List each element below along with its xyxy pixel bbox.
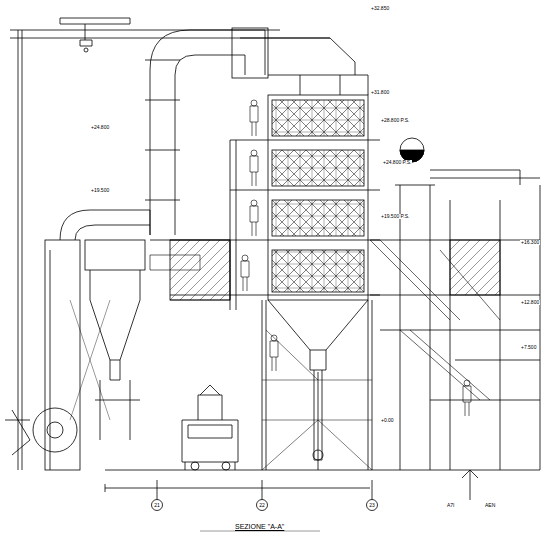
elevation-mark: +19.500 P.S. xyxy=(380,214,410,219)
person-figure xyxy=(250,100,258,136)
column-number: 21 xyxy=(154,503,160,508)
elevation-mark: +32.850 xyxy=(370,6,390,11)
column-number: 23 xyxy=(369,503,375,508)
elevation-mark: +0.00 xyxy=(380,418,395,423)
elevation-mark: +12.800 xyxy=(520,300,540,305)
column-bubble: 21 xyxy=(151,499,163,511)
column-bubble: 22 xyxy=(256,499,268,511)
elevation-mark: +28.800 P.S. xyxy=(380,118,410,123)
axis-label: A7I xyxy=(446,503,456,508)
person-figure xyxy=(270,335,278,371)
elevation-mark: +7.500 xyxy=(520,345,537,350)
elevation-mark: +19.500 xyxy=(90,188,110,193)
person-figure xyxy=(463,380,471,416)
elevation-mark: +24.800 P.S. xyxy=(382,160,412,165)
person-figure xyxy=(250,200,258,236)
section-title: SEZIONE "A-A" xyxy=(234,523,285,530)
person-figure xyxy=(250,150,258,186)
axis-label: AEN xyxy=(484,503,496,508)
elevation-mark: +16.300 xyxy=(520,240,540,245)
column-number: 22 xyxy=(259,503,265,508)
elevation-mark: +31.800 xyxy=(370,90,390,95)
column-bubble: 23 xyxy=(366,499,378,511)
elevation-mark: +24.800 xyxy=(90,125,110,130)
person-figure xyxy=(241,255,249,291)
